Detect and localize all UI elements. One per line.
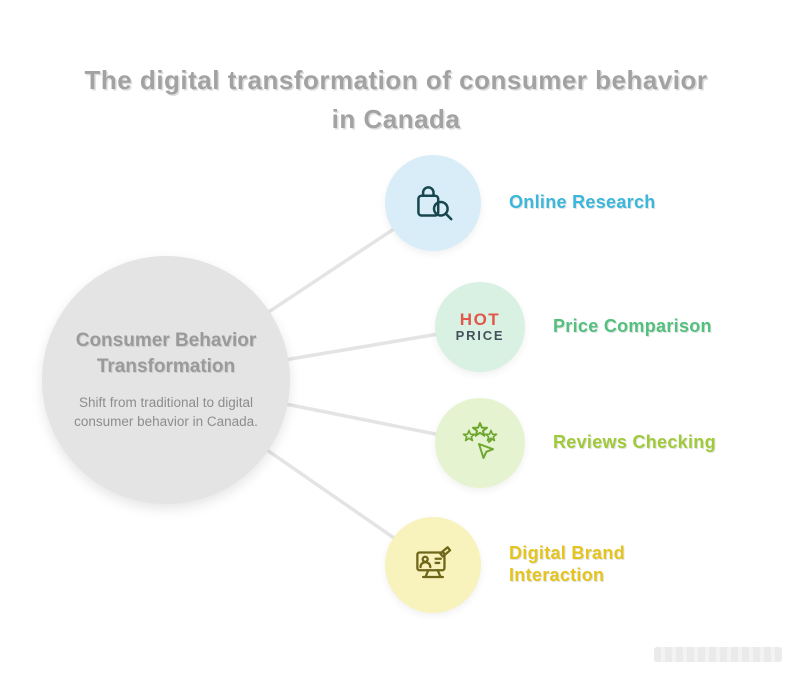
- node-label: Online Research: [509, 192, 656, 213]
- node-price-comparison: HOT PRICE Price Comparison: [435, 282, 765, 372]
- watermark: [654, 647, 782, 662]
- center-node: Consumer Behavior Transformation Shift f…: [42, 256, 290, 504]
- node-digital-brand-interaction: Digital Brand Interaction: [385, 517, 725, 613]
- monitor-interaction-icon: [416, 546, 452, 579]
- node-reviews-checking: Reviews Checking: [435, 398, 765, 488]
- shopping-search-icon: [417, 186, 453, 221]
- node-online-research: Online Research: [385, 155, 725, 251]
- price-text: PRICE: [455, 328, 505, 344]
- node-circle: [385, 155, 481, 251]
- node-circle: [385, 517, 481, 613]
- node-circle: HOT PRICE: [435, 282, 525, 372]
- node-circle: [435, 398, 525, 488]
- node-label: Digital Brand Interaction: [509, 543, 625, 585]
- hot-price-icon: HOT PRICE: [456, 310, 505, 344]
- hot-text: HOT: [459, 309, 501, 329]
- node-label: Reviews Checking: [553, 432, 716, 453]
- node-label: Price Comparison: [553, 316, 712, 337]
- center-node-heading: Consumer Behavior Transformation: [75, 330, 257, 377]
- stars-click-icon: [462, 422, 498, 459]
- page-title: The digital transformation of consumer b…: [84, 65, 708, 135]
- center-node-description: Shift from traditional to digital consum…: [74, 394, 258, 430]
